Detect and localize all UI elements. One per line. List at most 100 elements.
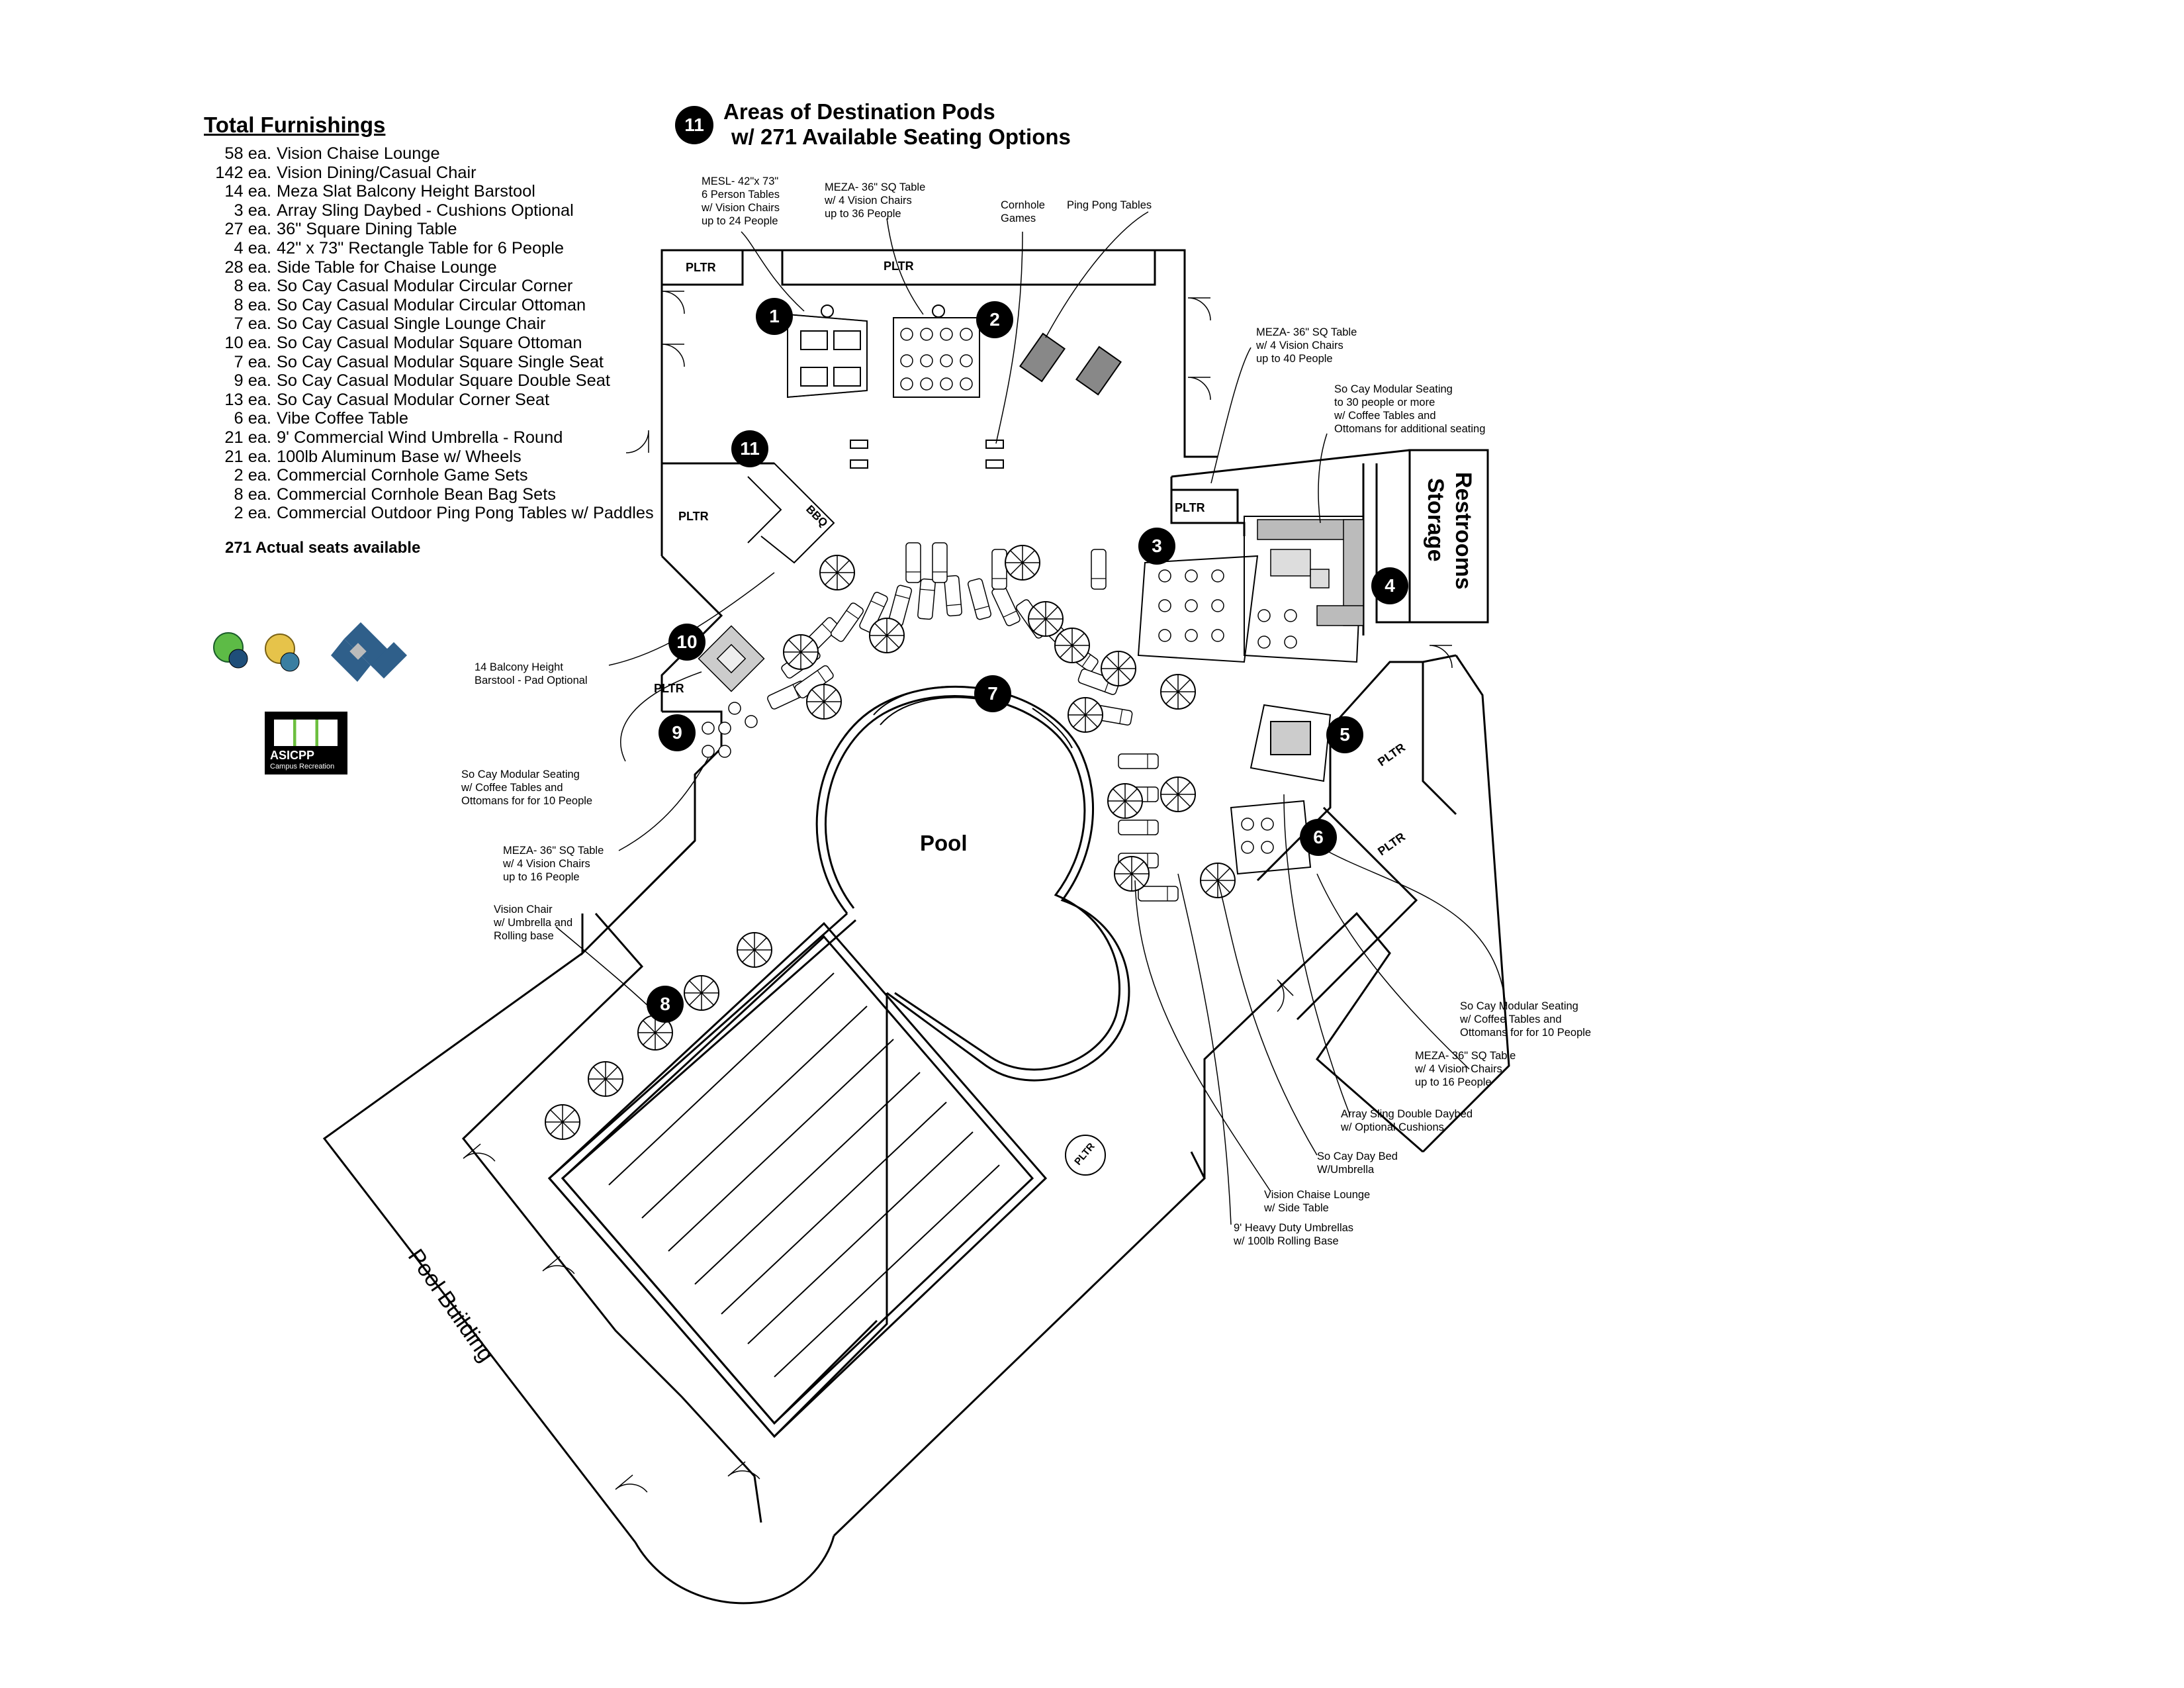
furnishing-desc: Meza Slat Balcony Height Barstool xyxy=(277,182,535,201)
furnishing-item: 28 ea. Side Table for Chaise Lounge xyxy=(199,258,662,277)
furnishing-desc: So Cay Casual Modular Circular Corner xyxy=(277,277,573,296)
furnishing-desc: 100lb Aluminum Base w/ Wheels xyxy=(277,447,522,466)
furnishing-desc: Vibe Coffee Table xyxy=(277,409,409,428)
asicpp-logo-mark xyxy=(274,720,338,746)
furnishing-item: 9 ea.So Cay Casual Modular Square Double… xyxy=(199,371,662,391)
legend-modular-seating-icon xyxy=(331,622,407,682)
pltr-label-top-left: PLTR xyxy=(686,261,716,274)
furnishing-item: 7 ea.So Cay Casual Single Lounge Chair xyxy=(199,314,662,334)
furnishing-item: 21 ea. 100lb Aluminum Base w/ Wheels xyxy=(199,447,662,467)
pod3-chairs xyxy=(1158,569,1297,649)
header-line2: w/ 271 Available Seating Options xyxy=(731,124,1071,149)
furnishing-qty: 14 ea. xyxy=(224,182,271,201)
annotation-pingpong: Ping Pong Tables xyxy=(1067,199,1152,211)
pod1-tables xyxy=(787,313,980,399)
furnishing-item: 7 ea.So Cay Casual Modular Square Single… xyxy=(199,353,662,372)
pltr-label-right: PLTR xyxy=(1175,501,1205,514)
furnishings-items: 58 ea. Vision Chaise Lounge 142 ea. Vision … xyxy=(199,144,662,523)
furnishing-desc: Commercial Cornhole Game Sets xyxy=(277,466,528,485)
pool xyxy=(547,685,1130,1438)
furnishing-desc: Vision Chaise Lounge xyxy=(277,144,440,163)
ping-pong-tables xyxy=(1019,332,1122,396)
furnishing-item: 2 ea. Commercial Outdoor Ping Pong Tables… xyxy=(199,504,662,523)
total-furnishings-list: Total Furnishings 58 ea. Vision Chaise Lo… xyxy=(199,113,662,557)
furnishing-item: 142 ea. Vision Dining/Casual Chair xyxy=(199,164,662,183)
furnishing-desc: Commercial Cornhole Bean Bag Sets xyxy=(277,485,556,504)
pool-steps xyxy=(873,685,1073,749)
pod9-tables xyxy=(702,702,758,758)
pod-badge-11: 11 xyxy=(731,430,768,467)
furnishing-qty: 2 ea. xyxy=(234,466,271,485)
furnishing-item: 8 ea. So Cay Casual Modular Circular Corn… xyxy=(199,277,662,296)
furnishing-item: 4 ea. 42" x 73" Rectangle Table for 6 Peo… xyxy=(199,239,662,258)
pod-badge-8: 8 xyxy=(647,986,684,1023)
furnishing-qty: 58 ea. xyxy=(224,144,271,163)
cornhole-boards xyxy=(850,440,1004,469)
asicpp-logo: ASICPP Campus Recreation xyxy=(265,712,347,774)
pod5-seating xyxy=(1250,704,1332,782)
furnishing-qty: 21 ea. xyxy=(224,428,271,447)
pod-badge-1: 1 xyxy=(756,298,793,335)
furnishing-qty: 6 ea. xyxy=(234,409,271,428)
pltr-label-left2: PLTR xyxy=(654,682,684,695)
furnishing-item: 8 ea.Commercial Cornhole Bean Bag Sets xyxy=(199,485,662,504)
header-line1: Areas of Destination Pods xyxy=(723,99,995,124)
pltr-label-left: PLTR xyxy=(678,510,709,523)
furnishing-desc: Side Table for Chaise Lounge xyxy=(277,258,497,277)
furnishing-qty: 10 ea. xyxy=(224,333,271,352)
pod-badge-7: 7 xyxy=(974,675,1011,712)
furnishing-item: 21 ea. 9' Commercial Wind Umbrella - Roun… xyxy=(199,428,662,447)
pod3-tables xyxy=(1137,516,1365,663)
furnishings-title: Total Furnishings xyxy=(204,113,386,137)
total-seats: 271 Actual seats available xyxy=(225,538,421,557)
furnishing-item: 6 ea. Vibe Coffee Table xyxy=(199,409,662,428)
furnishing-item: 13 ea.So Cay Casual Modular Corner Seat xyxy=(199,391,662,410)
furnishing-desc: 42" x 73" Rectangle Table for 6 People xyxy=(277,238,564,258)
furnishing-item: 14 ea. Meza Slat Balcony Height Barstool xyxy=(199,182,662,201)
legend-umbrella-yellow-icon xyxy=(265,633,300,672)
furnishing-qty: 7 ea. xyxy=(234,314,271,334)
pod-badge-3: 3 xyxy=(1138,528,1175,565)
furnishing-qty: 142 ea. xyxy=(215,163,271,182)
pod2-chairs xyxy=(821,305,973,391)
furnishing-qty: 8 ea. xyxy=(234,295,271,314)
furnishing-item: 10 ea.So Cay Casual Modular Square Ottom… xyxy=(199,334,662,353)
storage-label: Storage xyxy=(1423,478,1448,562)
pltr-planter-circle xyxy=(1065,1135,1106,1176)
pod4-modular-seating xyxy=(1257,519,1364,626)
furnishing-desc: So Cay Casual Modular Circular Ottoman xyxy=(277,295,586,314)
furnishing-qty: 8 ea. xyxy=(234,277,271,296)
pool-label: Pool xyxy=(920,831,968,855)
pltr-label-top: PLTR xyxy=(884,259,914,273)
pod-badge-6: 6 xyxy=(1300,819,1337,856)
furnishing-desc: 9' Commercial Wind Umbrella - Round xyxy=(277,428,563,447)
furnishing-desc: 36" Square Dining Table xyxy=(277,220,457,239)
pod-badge-5: 5 xyxy=(1326,716,1363,753)
furnishing-qty: 2 ea. xyxy=(234,504,271,523)
furnishing-qty: 28 ea. xyxy=(224,258,271,277)
header-badge: 11 xyxy=(675,106,713,144)
restrooms-label: Restrooms xyxy=(1451,472,1476,590)
pod10-modular-seating xyxy=(698,625,765,692)
pod-badge-4: 4 xyxy=(1371,567,1408,604)
furnishing-desc: Commercial Outdoor Ping Pong Tables w/ P… xyxy=(277,504,654,523)
furnishing-qty: 4 ea. xyxy=(234,238,271,258)
pool-lane-lines xyxy=(608,972,1000,1378)
furnishing-item: 8 ea. So Cay Casual Modular Circular Otto… xyxy=(199,296,662,315)
pod-badge-2: 2 xyxy=(976,301,1013,338)
furnishing-desc: Vision Dining/Casual Chair xyxy=(277,163,477,182)
furnishing-desc: So Cay Casual Modular Square Single Seat xyxy=(277,352,604,371)
furnishing-qty: 21 ea. xyxy=(224,447,271,466)
furnishing-qty: 13 ea. xyxy=(224,390,271,409)
